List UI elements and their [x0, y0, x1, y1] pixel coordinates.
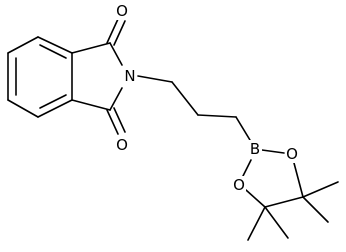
- atom-label-b: B: [248, 140, 262, 158]
- bond: [71, 42, 111, 54]
- bond: [37, 36, 73, 54]
- oxygen-label: O: [286, 145, 298, 163]
- bond: [137, 75, 173, 83]
- double-bond: [113, 20, 126, 46]
- boron-label: B: [250, 140, 260, 158]
- bond: [245, 189, 266, 208]
- methyl-bond: [302, 196, 329, 223]
- atom-label-o-bottom: O: [115, 136, 129, 154]
- bond: [7, 99, 39, 118]
- bond: [71, 99, 111, 111]
- bond: [7, 36, 39, 54]
- double-bond: [106, 109, 119, 135]
- atom-label-o-ring-right: O: [285, 145, 299, 163]
- atom-label-o-ring-left: O: [232, 176, 246, 194]
- methyl-bond: [264, 206, 289, 239]
- bond: [37, 99, 73, 118]
- methyl-bond: [302, 181, 339, 198]
- oxygen-label: O: [233, 176, 245, 194]
- double-bond: [106, 18, 119, 44]
- bond: [109, 42, 123, 66]
- oxygen-label: O: [116, 136, 128, 154]
- bond: [264, 196, 304, 208]
- bond: [109, 87, 123, 111]
- double-bond: [113, 107, 126, 133]
- bond: [197, 114, 237, 118]
- double-bond-inner: [39, 44, 67, 59]
- atom-label-n: N: [122, 67, 137, 85]
- oxygen-label: O: [116, 2, 128, 20]
- benzene-ring: [7, 36, 73, 118]
- nitrogen-label: N: [124, 67, 135, 85]
- bond: [171, 81, 199, 116]
- propyl-chain: [137, 75, 254, 146]
- atom-label-o-top: O: [115, 2, 129, 20]
- imide-ring: [71, 42, 123, 111]
- methyl-groups: [247, 181, 339, 241]
- methyl-bond: [247, 206, 266, 241]
- bond: [261, 149, 285, 154]
- double-bond-inner: [39, 94, 67, 109]
- bond: [293, 162, 304, 198]
- carbonyl-bonds: [106, 18, 126, 135]
